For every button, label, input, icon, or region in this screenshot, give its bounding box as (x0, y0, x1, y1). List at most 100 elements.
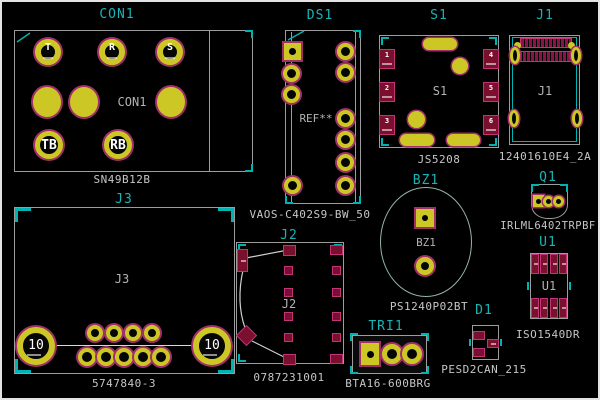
pad[interactable] (559, 254, 567, 274)
pad[interactable] (332, 312, 341, 321)
pad[interactable] (559, 298, 567, 318)
pad[interactable] (157, 87, 185, 117)
pad[interactable] (332, 333, 341, 342)
pad[interactable] (283, 86, 300, 103)
pad[interactable] (283, 245, 296, 256)
ref-label-j1: J1 (536, 8, 554, 23)
pad[interactable] (509, 110, 519, 127)
pad[interactable] (473, 348, 485, 357)
pad[interactable] (337, 43, 354, 60)
pad[interactable] (332, 266, 341, 275)
pad-s[interactable] (157, 39, 183, 65)
pad[interactable] (115, 348, 133, 366)
pad[interactable] (540, 254, 548, 274)
pad[interactable] (134, 348, 152, 366)
pin1-marker-con1 (16, 32, 31, 43)
pad[interactable] (284, 312, 293, 321)
pad[interactable] (78, 348, 96, 366)
pad[interactable] (283, 65, 300, 82)
pad[interactable] (452, 58, 468, 74)
pad[interactable] (144, 325, 160, 341)
pad-r[interactable] (99, 39, 125, 65)
net-mark (382, 129, 392, 131)
pad[interactable] (70, 87, 98, 117)
pin-number: 2 (384, 84, 390, 92)
pad[interactable] (330, 354, 343, 364)
pad-1-square[interactable] (533, 195, 544, 207)
pad[interactable] (106, 325, 122, 341)
courtyard-tick (353, 30, 361, 38)
pad[interactable] (87, 325, 103, 341)
pad[interactable] (543, 196, 554, 207)
pad[interactable] (553, 196, 564, 207)
net-mark (486, 129, 496, 131)
part-label-bz1: PS1240P02BT (389, 300, 469, 313)
pad[interactable] (337, 110, 354, 127)
pad[interactable] (400, 134, 434, 146)
pad[interactable] (540, 298, 548, 318)
courtyard-tick (285, 196, 293, 204)
pad[interactable] (402, 344, 422, 364)
pad-tb[interactable] (35, 131, 63, 159)
pad-10-left[interactable] (17, 327, 55, 365)
pad[interactable] (125, 325, 141, 341)
pad[interactable] (531, 254, 539, 274)
pad[interactable] (284, 266, 293, 275)
pad[interactable] (531, 298, 539, 318)
net-mark (486, 63, 496, 65)
pad-10-right[interactable] (193, 327, 231, 365)
pad[interactable] (284, 288, 293, 297)
pad[interactable] (33, 87, 61, 117)
pad[interactable] (337, 154, 354, 171)
pad[interactable] (423, 38, 457, 50)
pad-label-rb: RB (110, 138, 126, 153)
pad-1-square[interactable] (361, 343, 379, 365)
pad[interactable] (487, 339, 499, 348)
outline-j3 (14, 207, 235, 374)
pad[interactable] (571, 47, 581, 64)
pad[interactable] (337, 131, 354, 148)
pad[interactable] (572, 110, 582, 127)
ref-label-j2: J2 (280, 228, 298, 243)
pin1-marker-ds1 (287, 30, 305, 41)
pad[interactable] (416, 257, 434, 275)
pad[interactable] (97, 348, 115, 366)
outline-con1 (14, 30, 253, 172)
ref-label-d1: D1 (475, 303, 493, 318)
pad[interactable] (283, 354, 296, 365)
courtyard-tick (500, 339, 502, 346)
courtyard-tick (527, 282, 529, 290)
pad-square[interactable] (416, 209, 434, 227)
pad[interactable] (332, 288, 341, 297)
ref-label-s1: S1 (430, 8, 448, 23)
pad[interactable] (284, 177, 301, 194)
pad[interactable] (337, 177, 354, 194)
net-mark (203, 354, 217, 356)
courtyard-tick (245, 164, 253, 172)
pad[interactable] (337, 64, 354, 81)
pad[interactable] (382, 344, 402, 364)
ref-label-u1: U1 (539, 235, 557, 250)
pad[interactable] (284, 333, 293, 342)
pad-t[interactable] (35, 39, 61, 65)
pad-row[interactable] (518, 51, 574, 62)
pad[interactable] (550, 298, 558, 318)
ref-label-q1: Q1 (539, 170, 557, 185)
pad-mount[interactable] (237, 249, 248, 272)
pad[interactable] (473, 331, 485, 340)
pad[interactable] (408, 111, 425, 128)
pad-dot[interactable] (568, 42, 575, 49)
pad-1-square[interactable] (284, 43, 301, 60)
part-label-con1: SN49B12B (93, 173, 151, 186)
pad[interactable] (510, 47, 520, 64)
pad[interactable] (152, 348, 170, 366)
pad-dot[interactable] (514, 42, 521, 49)
outline-j1 (509, 35, 580, 145)
pad-rb[interactable] (104, 131, 132, 159)
pad[interactable] (447, 134, 480, 146)
pad[interactable] (330, 245, 343, 255)
pad-row[interactable] (520, 38, 572, 48)
pad[interactable] (550, 254, 558, 274)
pin-number: 4 (488, 51, 494, 59)
